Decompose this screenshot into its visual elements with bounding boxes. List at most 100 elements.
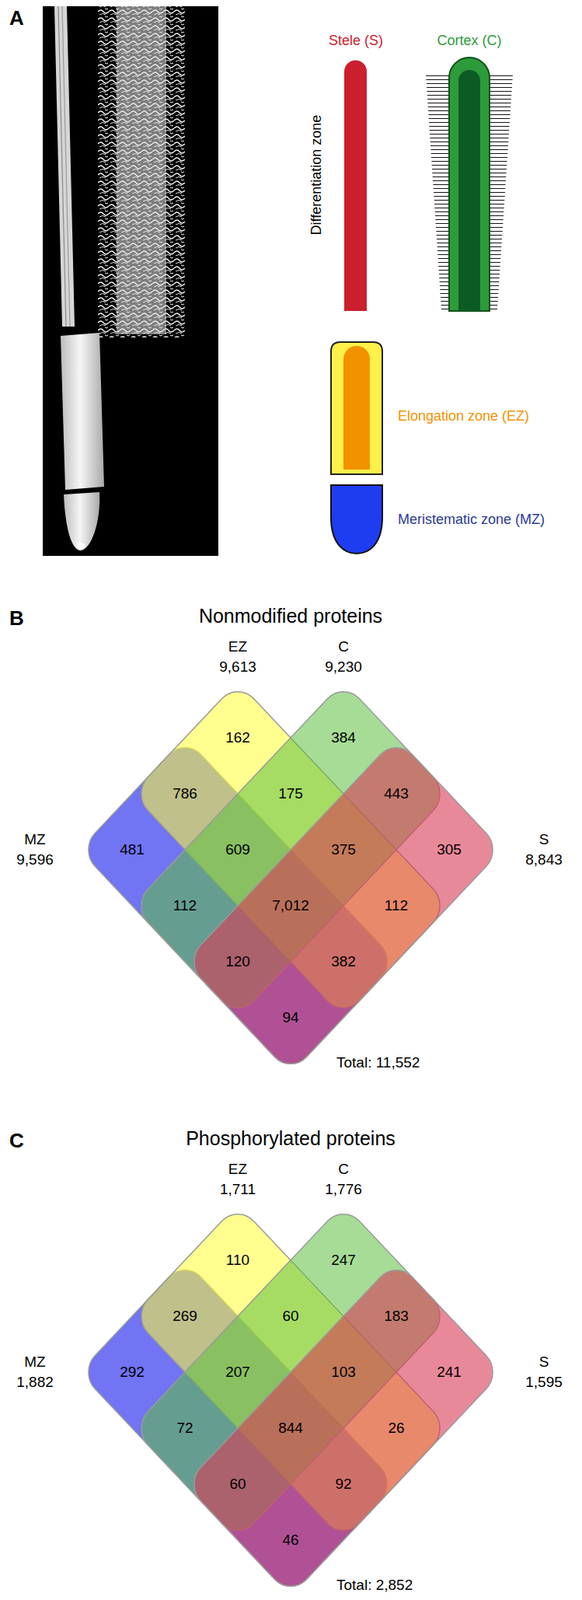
set-total: 1,595 [525, 1373, 563, 1391]
region-count: 443 [383, 784, 409, 802]
set-total: 1,711 [219, 1180, 256, 1198]
panel-letter: B [9, 606, 25, 631]
region-count: 92 [334, 1474, 352, 1492]
label-anchor: 72 [176, 1418, 193, 1436]
zone-label: Meristematic zone (MZ) [397, 511, 545, 528]
label-anchor: 46 [282, 1530, 299, 1548]
region-count: 26 [387, 1418, 405, 1436]
label-anchor: Phosphorylated proteins [185, 1126, 396, 1150]
label-anchor: 175 [278, 784, 304, 802]
cortex-inner [458, 69, 481, 311]
set-total: 8,843 [525, 850, 563, 868]
label-anchor: 1,882 [16, 1373, 54, 1391]
cortex-core [116, 6, 167, 335]
venn-group [79, 625, 502, 1074]
label-anchor: EZ [228, 1160, 248, 1178]
label-anchor: 110 [226, 1251, 250, 1269]
label-anchor: 1,711 [219, 1180, 256, 1198]
region-count: 292 [119, 1362, 145, 1381]
region-count: 175 [278, 784, 304, 802]
region-count: 60 [229, 1474, 246, 1492]
region-count: 241 [436, 1362, 462, 1381]
label-anchor: 443 [383, 784, 409, 802]
elongation-inner [343, 345, 370, 470]
label-anchor: 9,613 [219, 658, 257, 676]
region-count: 112 [173, 896, 197, 914]
label-anchor: 375 [331, 840, 356, 858]
label-anchor: 60 [229, 1474, 246, 1492]
set-total: 9,613 [219, 658, 257, 676]
panel-letter: A [9, 6, 25, 31]
label-anchor: 382 [331, 952, 356, 970]
venn-set-s [184, 1259, 502, 1596]
label-anchor: C [9, 1129, 25, 1153]
label-anchor: Cortex (C) [436, 32, 502, 49]
region-count: 384 [331, 728, 356, 746]
label-anchor: 26 [387, 1418, 405, 1436]
set-total: 9,596 [16, 850, 54, 868]
label-anchor: 112 [173, 896, 197, 914]
label-anchor: 92 [334, 1474, 352, 1492]
label-anchor: 269 [172, 1306, 198, 1325]
region-count: 786 [172, 784, 198, 802]
region-count: 103 [331, 1362, 356, 1381]
region-count: 162 [225, 728, 251, 746]
venn-group [79, 1147, 502, 1596]
label-anchor: 120 [225, 952, 251, 970]
label-anchor: MZ [24, 1352, 46, 1370]
label-anchor: Total: 2,852 [336, 1575, 413, 1593]
label-anchor: 786 [172, 784, 198, 802]
set-total: 1,776 [324, 1180, 363, 1198]
label-anchor: 207 [225, 1362, 251, 1381]
region-count: 375 [331, 840, 356, 858]
label-anchor: Stele (S) [328, 32, 384, 49]
label-anchor: S [539, 1352, 550, 1370]
label-anchor: 241 [436, 1362, 462, 1381]
region-count: 110 [226, 1251, 250, 1269]
region-count: 72 [176, 1418, 193, 1436]
set-name: S [539, 1352, 550, 1370]
zone-label: Differentiation zone [308, 115, 325, 236]
stele-stripe [58, 6, 67, 327]
part-label: Cortex (C) [436, 32, 502, 49]
label-anchor: 183 [383, 1306, 409, 1325]
panel-letter: C [9, 1129, 25, 1153]
set-name: EZ [228, 1160, 248, 1178]
label-anchor: 9,596 [16, 850, 54, 868]
set-name: MZ [24, 1352, 46, 1370]
label-anchor: 305 [436, 840, 462, 858]
label-anchor: EZ [228, 637, 248, 656]
label-anchor: Nonmodified proteins [198, 604, 383, 628]
label-anchor: S [539, 830, 550, 848]
label-anchor: 292 [119, 1362, 145, 1381]
label-anchor: Elongation zone (EZ) [397, 407, 530, 425]
cortex-hairs [97, 6, 185, 338]
tip-highlight [76, 542, 85, 549]
label-anchor: 112 [384, 896, 408, 914]
label-anchor: C [338, 1160, 349, 1178]
grand-total: Total: 11,552 [336, 1053, 420, 1071]
label-anchor: 609 [225, 840, 251, 858]
region-count: 112 [384, 896, 408, 914]
label-anchor: 247 [331, 1251, 356, 1269]
region-count: 183 [383, 1306, 409, 1325]
stele-strip [54, 6, 75, 327]
region-count: 60 [282, 1306, 299, 1325]
region-count: 481 [119, 840, 145, 858]
label-anchor: 384 [331, 728, 356, 746]
set-name: C [338, 637, 349, 656]
root-tip [63, 491, 100, 551]
set-total: 1,882 [16, 1373, 54, 1391]
label-anchor: 94 [282, 1008, 299, 1026]
set-name: C [338, 1160, 349, 1178]
region-count: 382 [331, 952, 356, 970]
region-count: 94 [282, 1008, 299, 1026]
zone-label: Elongation zone (EZ) [397, 407, 530, 425]
region-count: 7,012 [271, 896, 310, 914]
panel-title: Phosphorylated proteins [185, 1126, 396, 1150]
grand-total: Total: 2,852 [336, 1575, 413, 1593]
elongation-piece [60, 332, 105, 490]
region-count: 305 [436, 840, 462, 858]
label-anchor: 844 [278, 1418, 304, 1436]
